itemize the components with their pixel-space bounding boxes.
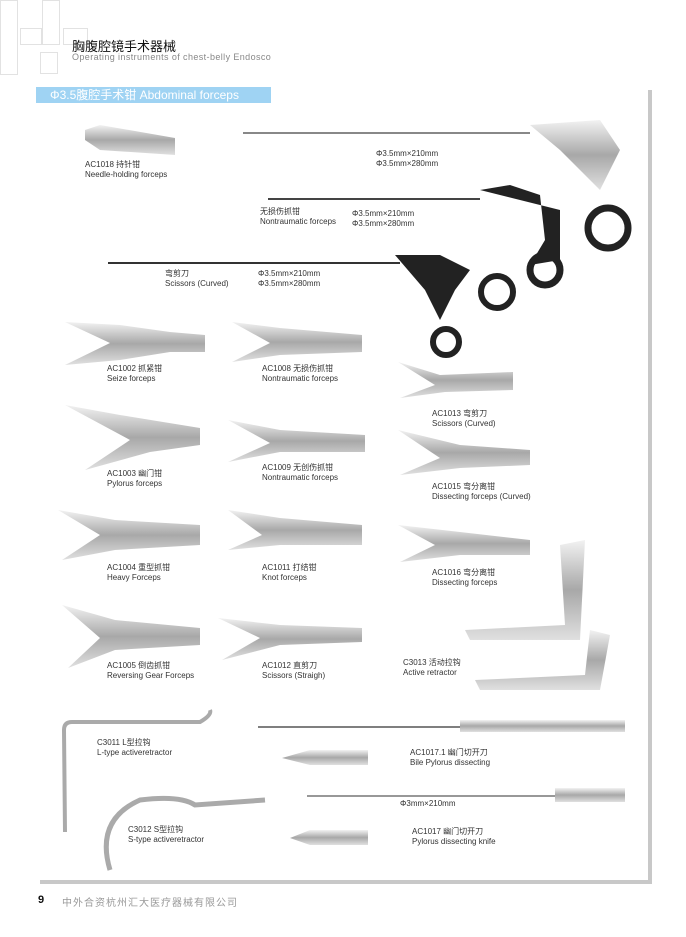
product-code: AC1017 幽门切开刀 (412, 827, 484, 836)
section-title: Φ3.5腹腔手术钳 Abdominal forceps (36, 87, 271, 103)
dimension-label: Φ3mm×210mm (400, 799, 456, 808)
product-code: 弯剪刀 (165, 269, 189, 278)
nontraumatic-forceps-instrument (268, 185, 632, 289)
bile-pylorus-knife (258, 720, 625, 765)
product-name: Bile Pylorus dissecting (410, 758, 491, 767)
product-code: C3012 S型拉钩 (128, 825, 184, 834)
product-code: Φ3.5mm×210mm (258, 269, 321, 278)
product-code: AC1015 弯分离钳 (432, 482, 496, 491)
forceps-closeups (58, 322, 530, 668)
logo-decoration (20, 28, 42, 45)
l-type-retractor (61, 709, 213, 833)
product-code: AC1008 无损伤抓钳 (262, 364, 334, 373)
product-name: Nontraumatic forceps (260, 217, 337, 226)
product-name: Scissors (Curved) (165, 279, 229, 288)
product-name: Reversing Gear Forceps (107, 671, 195, 680)
needle-holder-closeup (85, 125, 175, 155)
product-name: Active retractor (403, 668, 457, 677)
product-code: AC1013 弯剪刀 (432, 409, 488, 418)
product-name: Knot forceps (262, 573, 307, 582)
product-code: AC1005 倒齿抓钳 (107, 661, 171, 670)
product-code: AC1003 幽门钳 (107, 469, 163, 478)
product-code: AC1011 打结钳 (262, 563, 317, 572)
pylorus-knife (290, 788, 625, 845)
product-name: Pylorus forceps (107, 479, 163, 488)
product-code: AC1012 直剪刀 (262, 661, 318, 670)
product-name: Φ3.5mm×280mm (376, 159, 439, 168)
page-title: 胸腹腔镜手术器械 (72, 39, 177, 54)
page-number: 9 (38, 894, 45, 906)
product-name: Needle-holding forceps (85, 170, 168, 179)
product-name: Pylorus dissecting knife (412, 837, 496, 846)
page-subtitle: Operating instruments of chest-belly End… (72, 52, 272, 62)
product-code: AC1018 持针钳 (85, 160, 141, 169)
product-code: 无损伤抓钳 (260, 207, 300, 216)
logo-decoration (0, 0, 18, 75)
product-code: Φ3.5mm×210mm (352, 209, 415, 218)
logo-decoration (63, 28, 88, 45)
logo-decoration (40, 52, 58, 74)
product-code: C3011 L型拉钩 (97, 738, 151, 747)
product-name: Nontraumatic forceps (262, 473, 339, 482)
curved-scissors-instrument (108, 255, 516, 358)
product-name: S-type activeretractor (128, 835, 205, 844)
product-code: AC1017.1 幽门切开刀 (410, 748, 488, 757)
product-code: AC1002 抓紧钳 (107, 364, 163, 373)
product-name: Φ3.5mm×280mm (258, 279, 321, 288)
product-name: Scissors (Straigh) (262, 671, 326, 680)
product-code: AC1004 重型抓钳 (107, 563, 171, 572)
product-code: AC1009 无创伤抓钳 (262, 463, 334, 472)
product-name: Heavy Forceps (107, 573, 161, 582)
logo-decoration (42, 0, 60, 45)
product-name: Nontraumatic forceps (262, 374, 339, 383)
product-name: Seize forceps (107, 374, 156, 383)
active-retractor (465, 540, 610, 690)
company-name: 中外合资杭州汇大医疗器械有限公司 (62, 898, 238, 909)
product-name: Dissecting forceps (Curved) (432, 492, 531, 501)
product-name: Dissecting forceps (432, 578, 498, 587)
product-name: Scissors (Curved) (432, 419, 496, 428)
product-name: Φ3.5mm×280mm (352, 219, 415, 228)
product-code: C3013 活动拉钩 (403, 658, 461, 667)
s-type-retractor (103, 795, 266, 871)
product-name: L-type activeretractor (97, 748, 173, 757)
product-code: Φ3.5mm×210mm (376, 149, 439, 158)
product-code: AC1016 弯分离钳 (432, 568, 496, 577)
needle-holder-instrument (243, 120, 620, 190)
